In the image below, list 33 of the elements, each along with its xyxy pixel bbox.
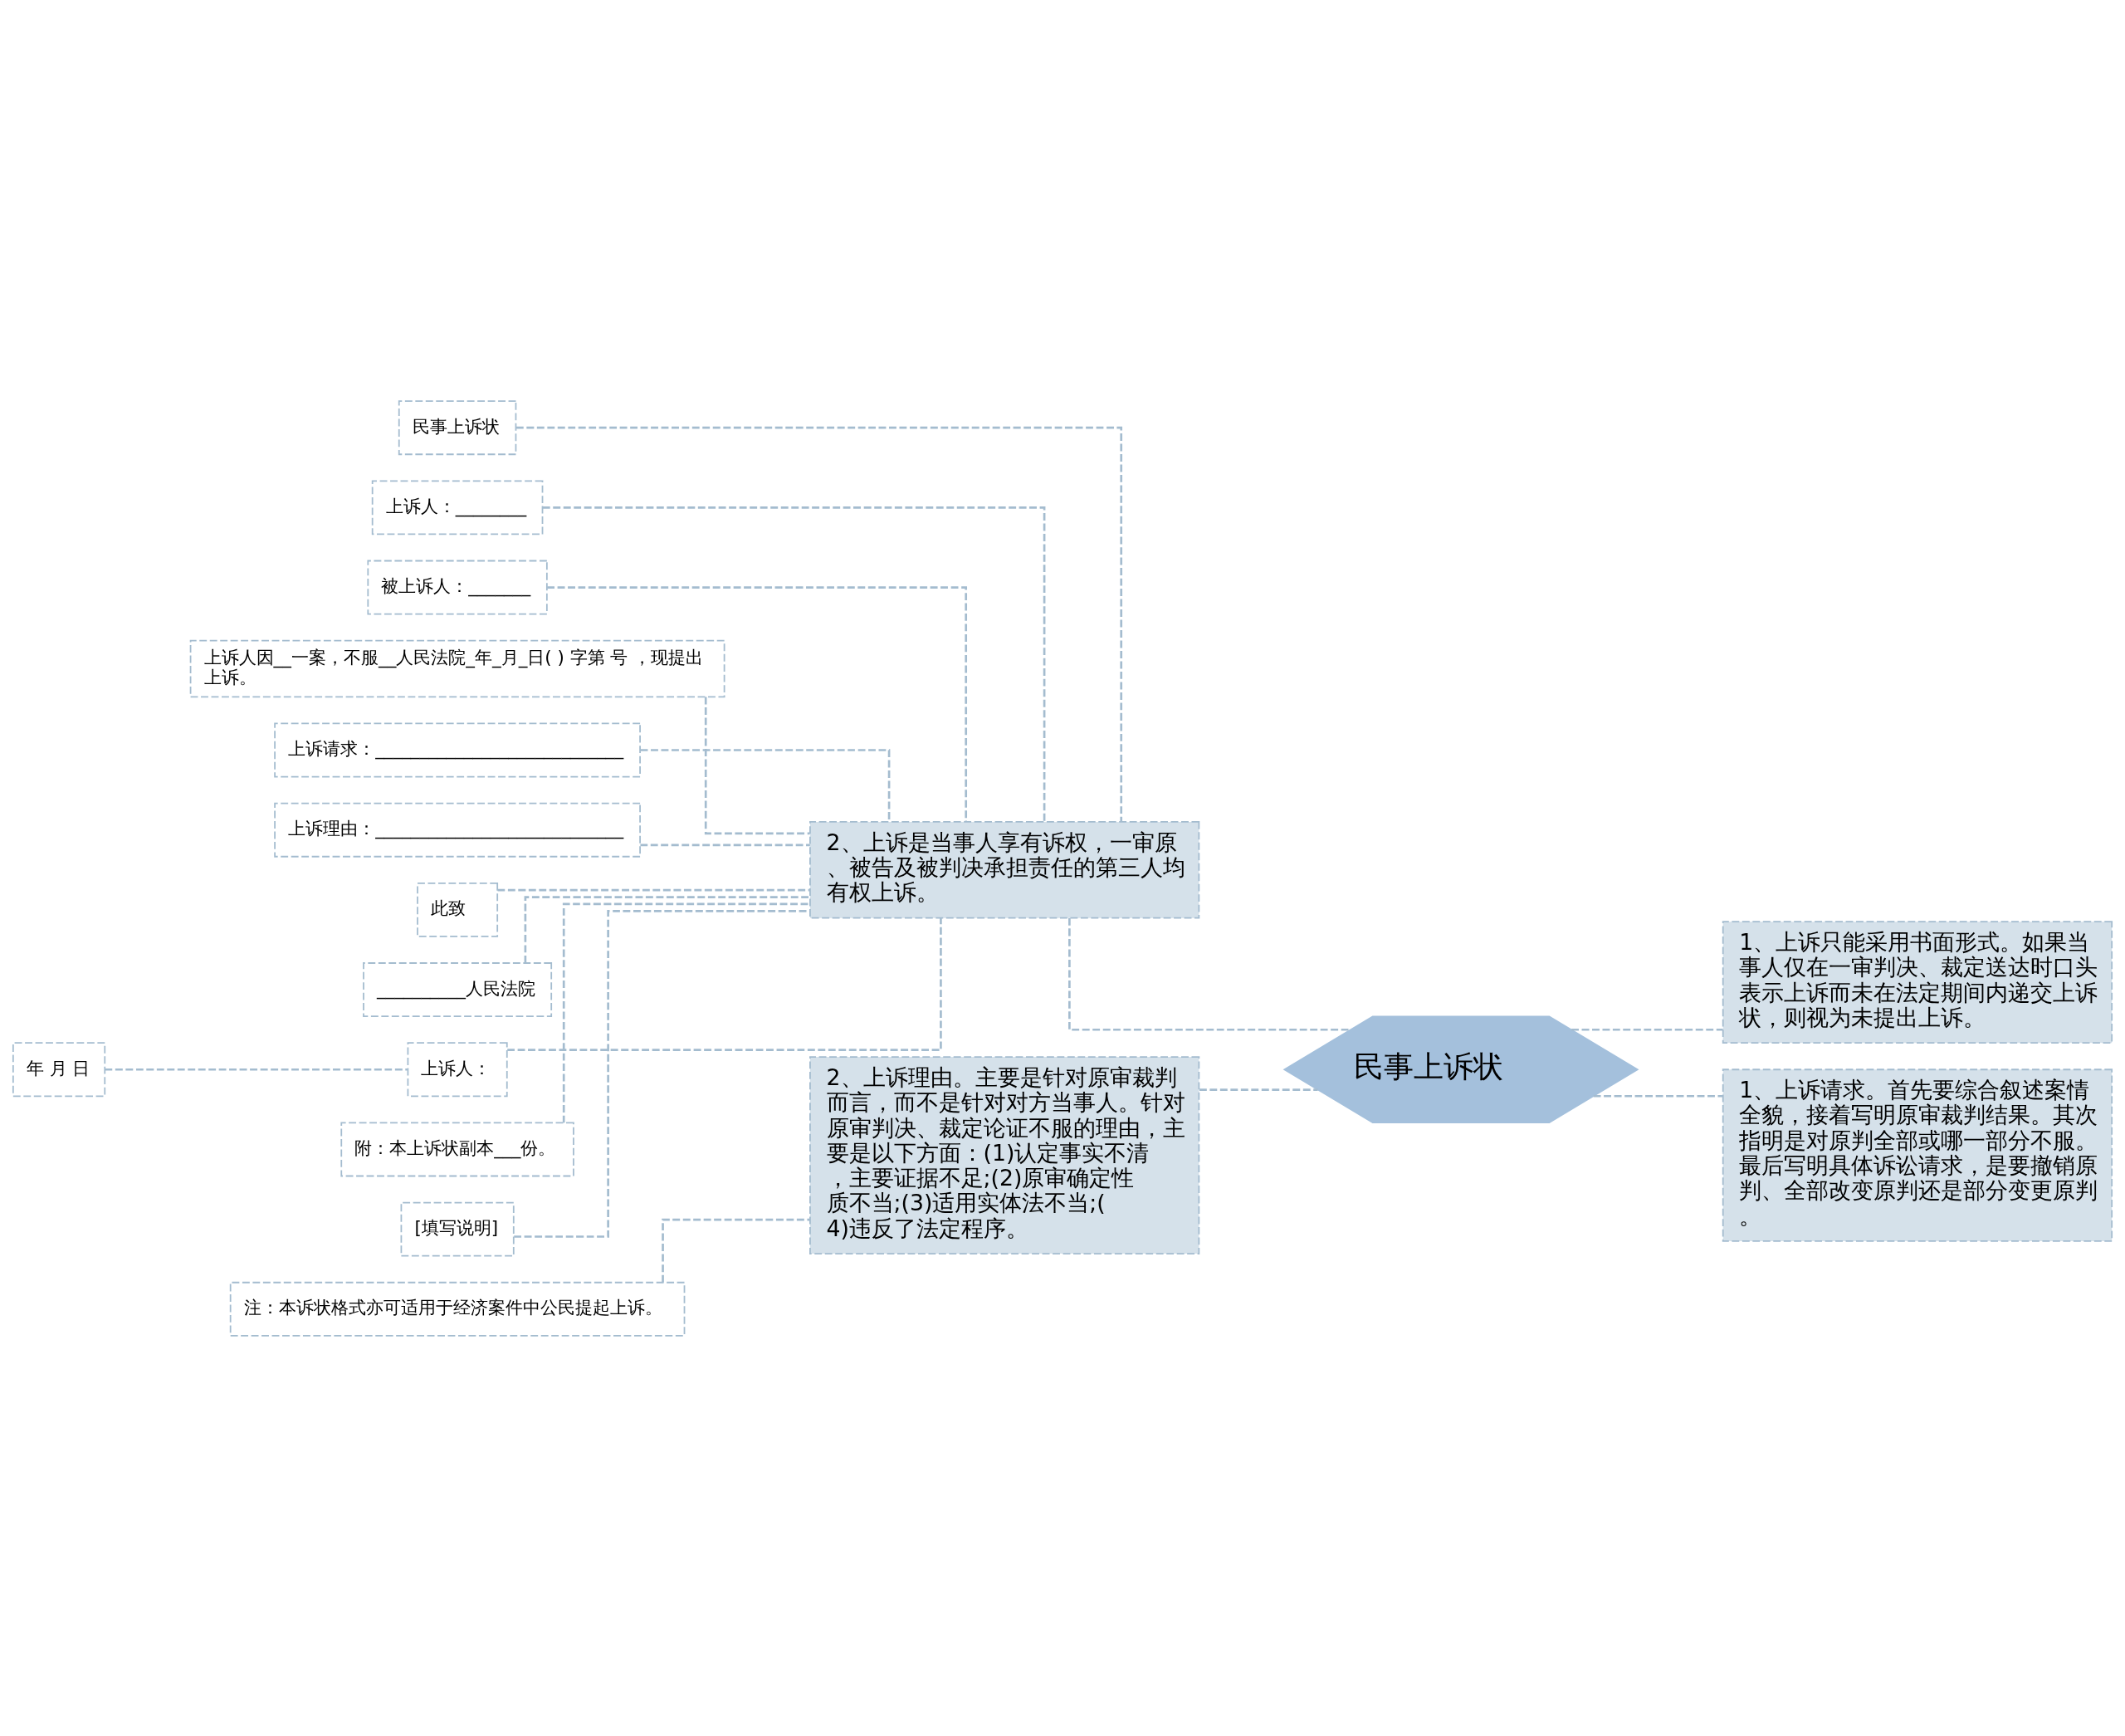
connector (1571, 1028, 1723, 1031)
connector (497, 888, 810, 891)
node-box: 1、上诉请求。首先要综合叙述案情全貌，接着写明原审裁判结果。其次指明是对原判全部或哪一部分不服。最后写明具体诉讼请求，是要撤销原判、全部改变原判还是部分变更原判。 (1722, 1068, 2113, 1242)
connector (547, 585, 968, 821)
node-box: 2、上诉是当事人享有诉权，一审原、被告及被判决承担责任的第三人均有权上诉。 (809, 820, 1200, 919)
connector (1068, 917, 1351, 1031)
connector (542, 506, 1046, 822)
connector (1199, 1088, 1318, 1091)
node-box: 上诉人： (407, 1041, 508, 1097)
node-box: 上诉人：________ (371, 479, 544, 535)
connector (507, 917, 942, 1051)
connector (640, 843, 810, 846)
connector (1593, 1094, 1723, 1098)
node-box: 上诉人因__一案，不服__人民法院_年_月_日( ) 字第 号 ，现提出上诉。 (189, 639, 725, 697)
connector (105, 1068, 408, 1071)
node-box: 上诉请求：____________________________ (274, 722, 641, 777)
connector (516, 426, 1123, 822)
connector (524, 895, 810, 963)
node-box: __________人民法院 (363, 961, 553, 1017)
node-box: 此致 (417, 882, 499, 937)
node-box: [填写说明] (400, 1201, 515, 1257)
connector (640, 748, 891, 821)
node-box: 年 月 日 (12, 1041, 106, 1097)
connector (662, 1218, 810, 1282)
node-box: 被上诉人：_______ (367, 560, 548, 614)
node-box: 附：本上诉状副本___份。 (340, 1122, 574, 1176)
node-box: 上诉理由：____________________________ (274, 802, 641, 858)
connector (704, 697, 810, 834)
node-box: 民事上诉状 (398, 399, 517, 455)
connector (562, 902, 810, 1122)
node-box: 注：本诉状格式亦可适用于经济案件中公民提起上诉。 (229, 1281, 686, 1337)
node-box: 1、上诉只能采用书面形式。如果当事人仅在一审判决、裁定送达时口头表示上诉而未在法定期间内递交上诉状，则视为未提出上诉。 (1722, 920, 2113, 1044)
node-box: 2、上诉理由。主要是针对原审裁判而言，而不是针对对方当事人。针对原审判决、裁定论证不服的理由，主要是以下方面：(1)认定事实不清，主要证据不足;(2)原审确定性质不当;(3)适用实体法不当;(4)违反了法定程序。 (809, 1055, 1200, 1254)
